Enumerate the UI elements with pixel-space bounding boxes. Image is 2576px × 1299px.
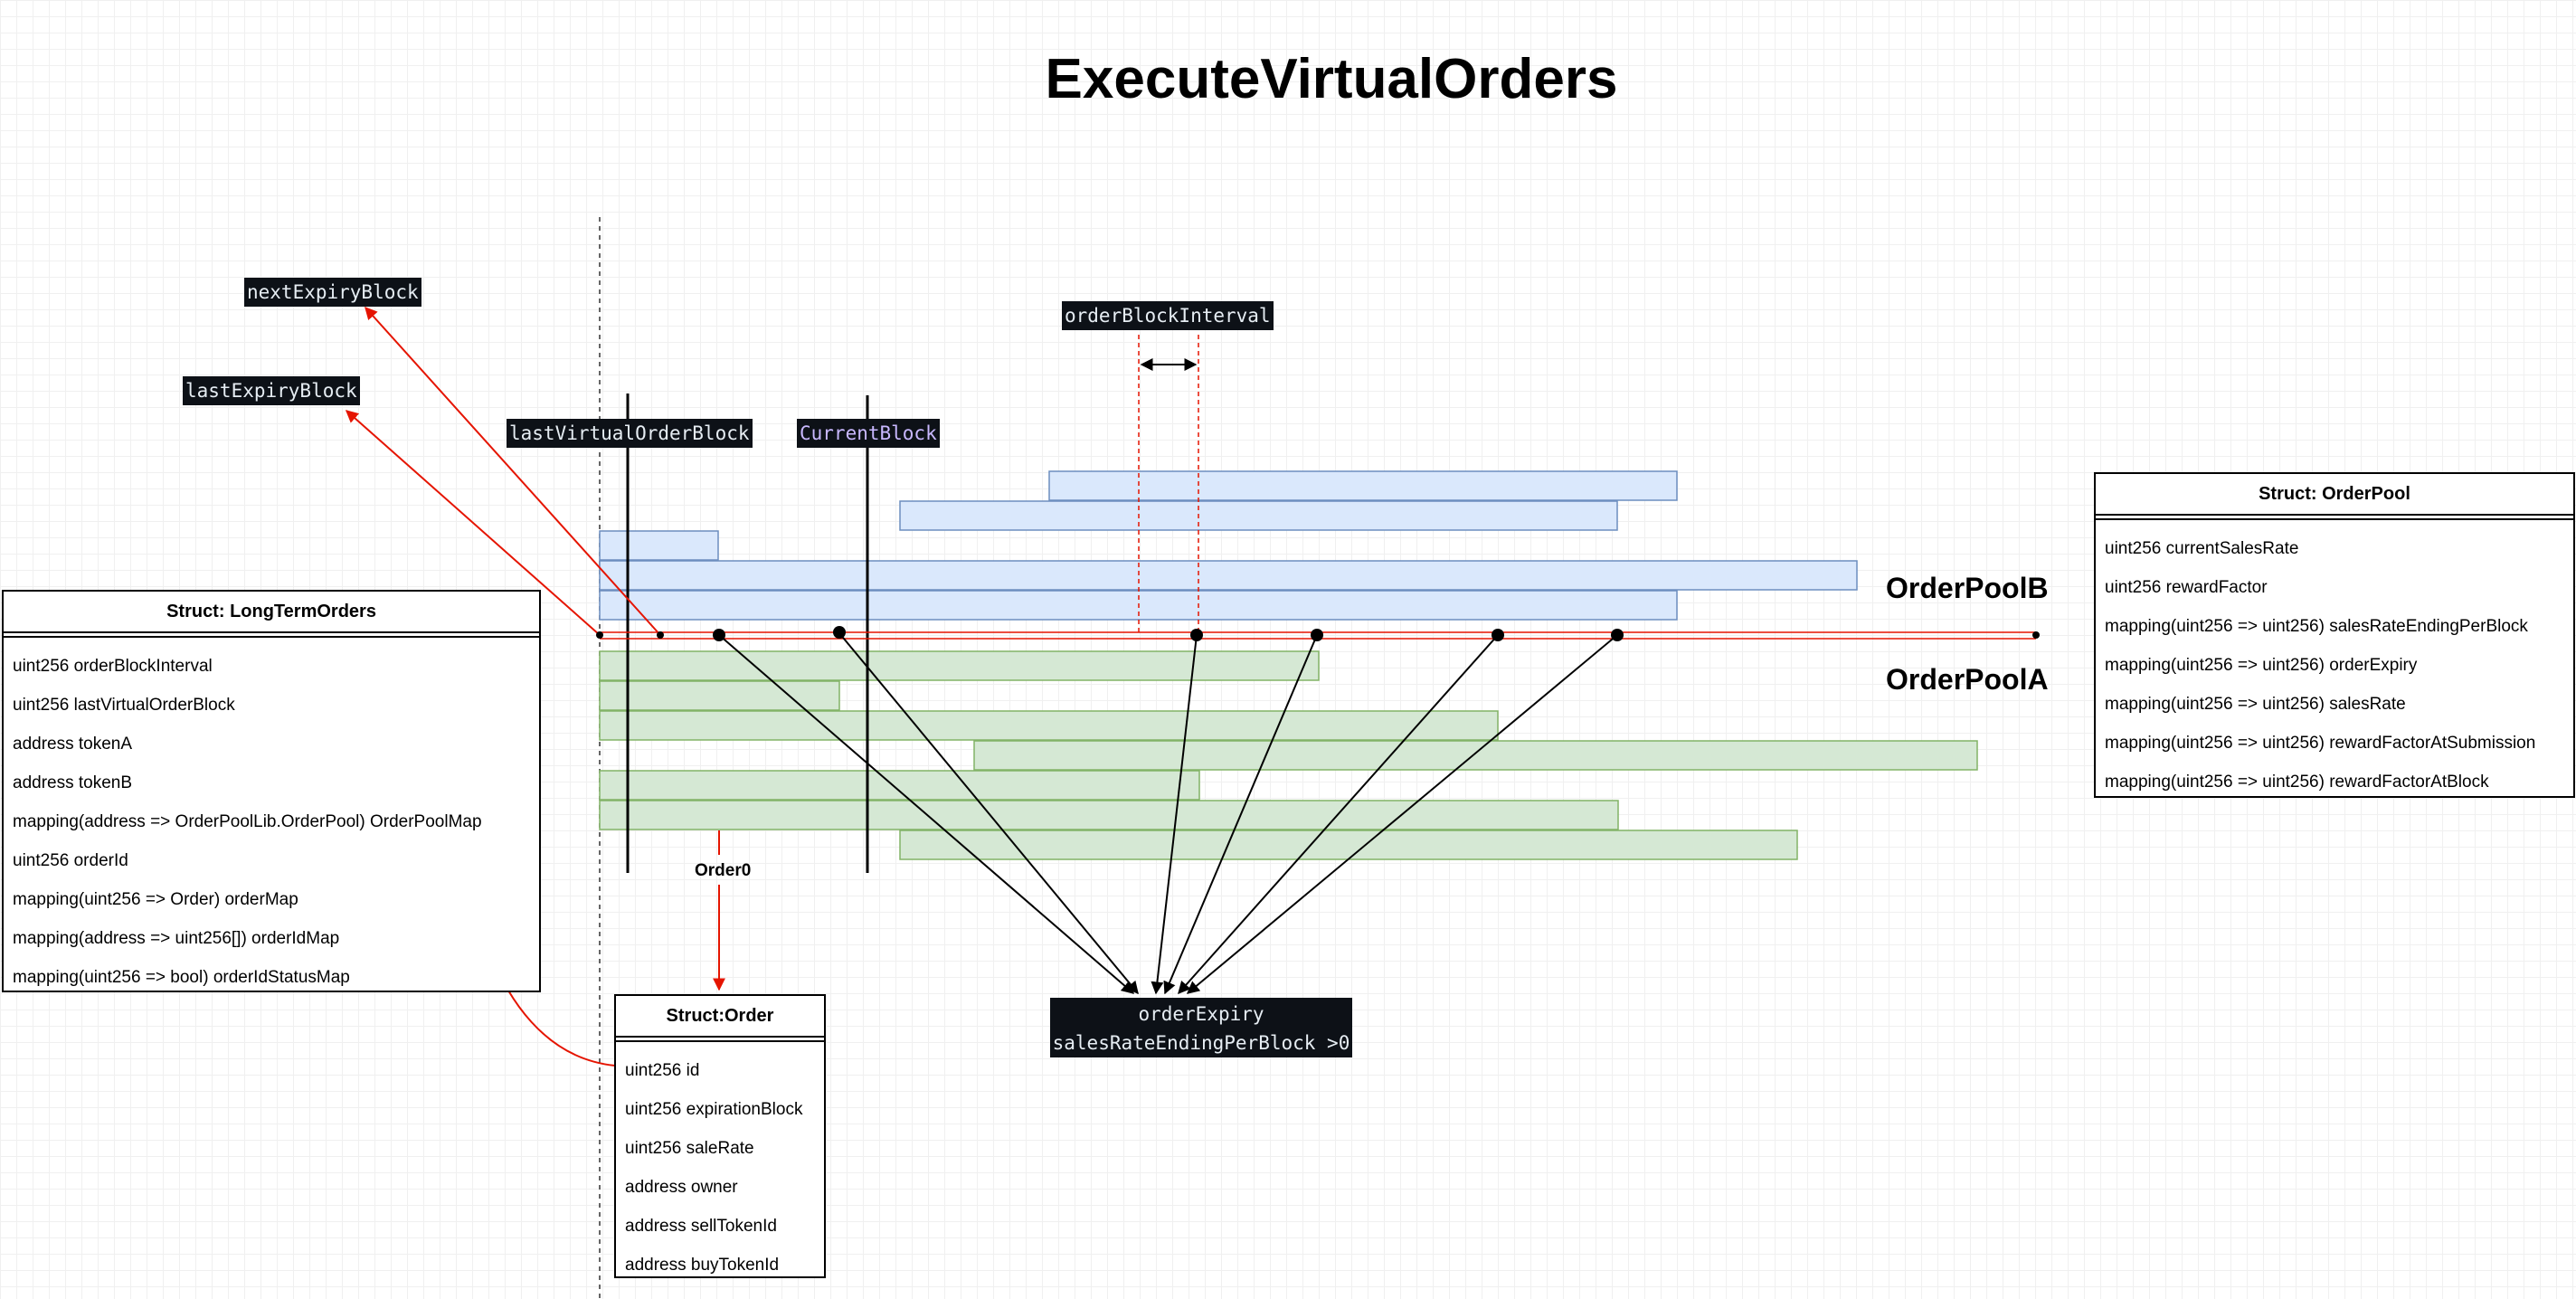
order-pool-a-label: OrderPoolA xyxy=(1886,663,2049,696)
pool-a-bar xyxy=(599,800,1619,830)
order-block-interval-label: orderBlockInterval xyxy=(1062,301,1274,330)
arrow-to-last-expiry xyxy=(345,410,601,636)
expiry-arrows xyxy=(718,632,1618,995)
struct-field-list: uint256 currentSalesRate uint256 rewardF… xyxy=(2096,520,2573,801)
struct-field: address tokenA xyxy=(13,735,133,754)
current-block-label: CurrentBlock xyxy=(797,419,940,448)
next-expiry-block-label: nextExpiryBlock xyxy=(244,278,421,307)
timeline-point xyxy=(657,631,664,639)
struct-title: Struct: OrderPool xyxy=(2096,474,2573,520)
struct-field: mapping(uint256 => uint256) salesRateEnd… xyxy=(2105,617,2528,636)
struct-field: uint256 orderId xyxy=(13,851,128,870)
sales-rate-ending-text: salesRateEndingPerBlock >0 xyxy=(1052,1032,1350,1054)
order-expiry-text: orderExpiry xyxy=(1138,1003,1264,1025)
struct-title: Struct:Order xyxy=(616,996,824,1042)
timeline-end-point xyxy=(2032,631,2040,639)
pool-b-bar xyxy=(1048,470,1678,501)
order0-label: Order0 xyxy=(695,861,752,880)
pool-a-bar xyxy=(599,680,840,711)
struct-field: mapping(address => uint256[]) orderIdMap xyxy=(13,929,340,948)
struct-field: uint256 currentSalesRate xyxy=(2105,539,2299,558)
order-pool-a-bars xyxy=(599,650,1978,860)
order-pool-struct: Struct: OrderPool uint256 currentSalesRa… xyxy=(2094,472,2575,798)
arrow-to-next-expiry xyxy=(365,306,661,636)
struct-field: address owner xyxy=(625,1178,738,1197)
struct-title: Struct: LongTermOrders xyxy=(4,592,539,638)
struct-field: mapping(uint256 => bool) orderIdStatusMa… xyxy=(13,968,350,987)
timeline-start-point xyxy=(596,631,603,639)
struct-field: mapping(address => OrderPoolLib.OrderPoo… xyxy=(13,812,482,831)
long-term-orders-struct: Struct: LongTermOrders uint256 orderBloc… xyxy=(2,590,541,992)
struct-field: mapping(uint256 => Order) orderMap xyxy=(13,890,298,909)
page-title: ExecuteVirtualOrders xyxy=(1045,48,1618,110)
timeline-point xyxy=(1311,629,1323,641)
struct-field: mapping(uint256 => uint256) orderExpiry xyxy=(2105,656,2418,675)
timeline-point xyxy=(1492,629,1504,641)
timeline-points xyxy=(596,626,2040,641)
struct-field: uint256 saleRate xyxy=(625,1139,754,1158)
pool-a-bar xyxy=(599,770,1200,801)
struct-field: mapping(uint256 => uint256) salesRate xyxy=(2105,695,2406,714)
struct-field: uint256 orderBlockInterval xyxy=(13,657,213,676)
struct-field: uint256 rewardFactor xyxy=(2105,578,2268,597)
pool-a-bar xyxy=(973,740,1978,771)
struct-field: mapping(uint256 => uint256) rewardFactor… xyxy=(2105,773,2489,792)
struct-field: address buyTokenId xyxy=(625,1256,780,1275)
pool-b-bar xyxy=(899,500,1618,531)
timeline-point xyxy=(1611,629,1624,641)
struct-field-list: uint256 id uint256 expirationBlock uint2… xyxy=(616,1042,824,1285)
struct-field: address sellTokenId xyxy=(625,1217,777,1236)
timeline-point xyxy=(713,629,725,641)
timeline-point xyxy=(1190,629,1203,641)
order-pool-b-label: OrderPoolB xyxy=(1886,572,2049,604)
struct-field: mapping(uint256 => uint256) rewardFactor… xyxy=(2105,734,2536,753)
timeline-point xyxy=(833,626,846,639)
order-struct: Struct:Order uint256 id uint256 expirati… xyxy=(614,994,826,1278)
struct-field: uint256 id xyxy=(625,1061,700,1080)
pool-a-bar xyxy=(599,650,1320,681)
order-expiry-box: orderExpiry salesRateEndingPerBlock >0 xyxy=(1050,998,1352,1057)
pool-b-bar xyxy=(599,560,1858,591)
struct-field: uint256 expirationBlock xyxy=(625,1100,803,1119)
order-pool-b-bars xyxy=(599,470,1858,621)
pool-a-bar xyxy=(599,710,1499,741)
last-virtual-order-block-label: lastVirtualOrderBlock xyxy=(507,419,753,448)
struct-field: uint256 lastVirtualOrderBlock xyxy=(13,696,235,715)
pool-b-bar xyxy=(599,530,719,561)
pool-a-bar xyxy=(899,830,1798,860)
struct-field: address tokenB xyxy=(13,773,133,792)
struct-field-list: uint256 orderBlockInterval uint256 lastV… xyxy=(4,638,539,997)
last-expiry-block-label: lastExpiryBlock xyxy=(183,376,360,405)
